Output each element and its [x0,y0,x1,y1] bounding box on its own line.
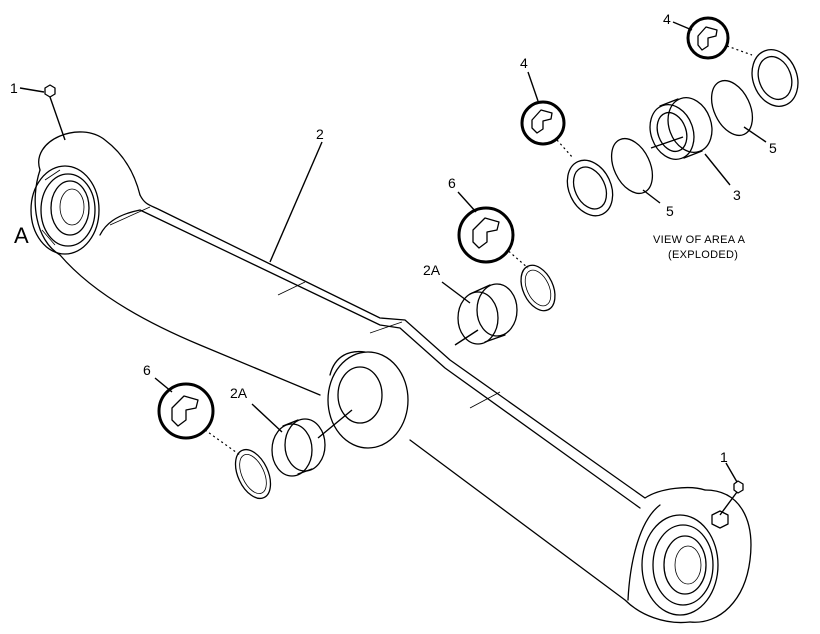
center-bore [327,350,409,449]
left-bore [30,165,100,255]
callout-seal-4-left [520,71,574,159]
bearing [649,97,731,186]
label-area-a: A [14,223,29,248]
grease-fitting-bottom [719,462,744,516]
caption-view-line-1: VIEW OF AREA A [653,234,746,246]
label-part-1-bottom: 1 [720,449,728,465]
callout-seal-4-upper [672,16,753,60]
label-part-2a-upper: 2A [423,262,441,278]
seal-ring-upper [504,247,556,312]
bushing-lower [251,403,353,477]
label-part-5-right: 5 [769,140,777,156]
label-part-4-left: 4 [520,55,528,71]
link-arm [34,131,752,624]
label-part-6-upper: 6 [448,175,456,191]
snap-ring-right [710,79,767,143]
snap-ring-lower [610,137,661,204]
caption-view-line-2: (EXPLODED) [668,249,738,261]
label-part-4-upper: 4 [663,11,671,27]
label-part-2: 2 [316,126,324,142]
label-part-6-lower: 6 [143,362,151,378]
callout-seal-6-lower [154,377,215,440]
bushing-upper [441,281,518,346]
label-part-3: 3 [733,187,741,203]
label-part-5-lower: 5 [666,203,674,219]
label-part-2a-lower: 2A [230,385,248,401]
label-part-1-top: 1 [10,80,18,96]
grease-fitting-top [19,84,66,141]
right-bore [641,510,729,616]
thrust-washer-left [566,159,614,217]
thrust-washer-upper [751,49,799,107]
seal-ring-lower [204,429,272,500]
callout-seal-6-upper [457,191,515,264]
